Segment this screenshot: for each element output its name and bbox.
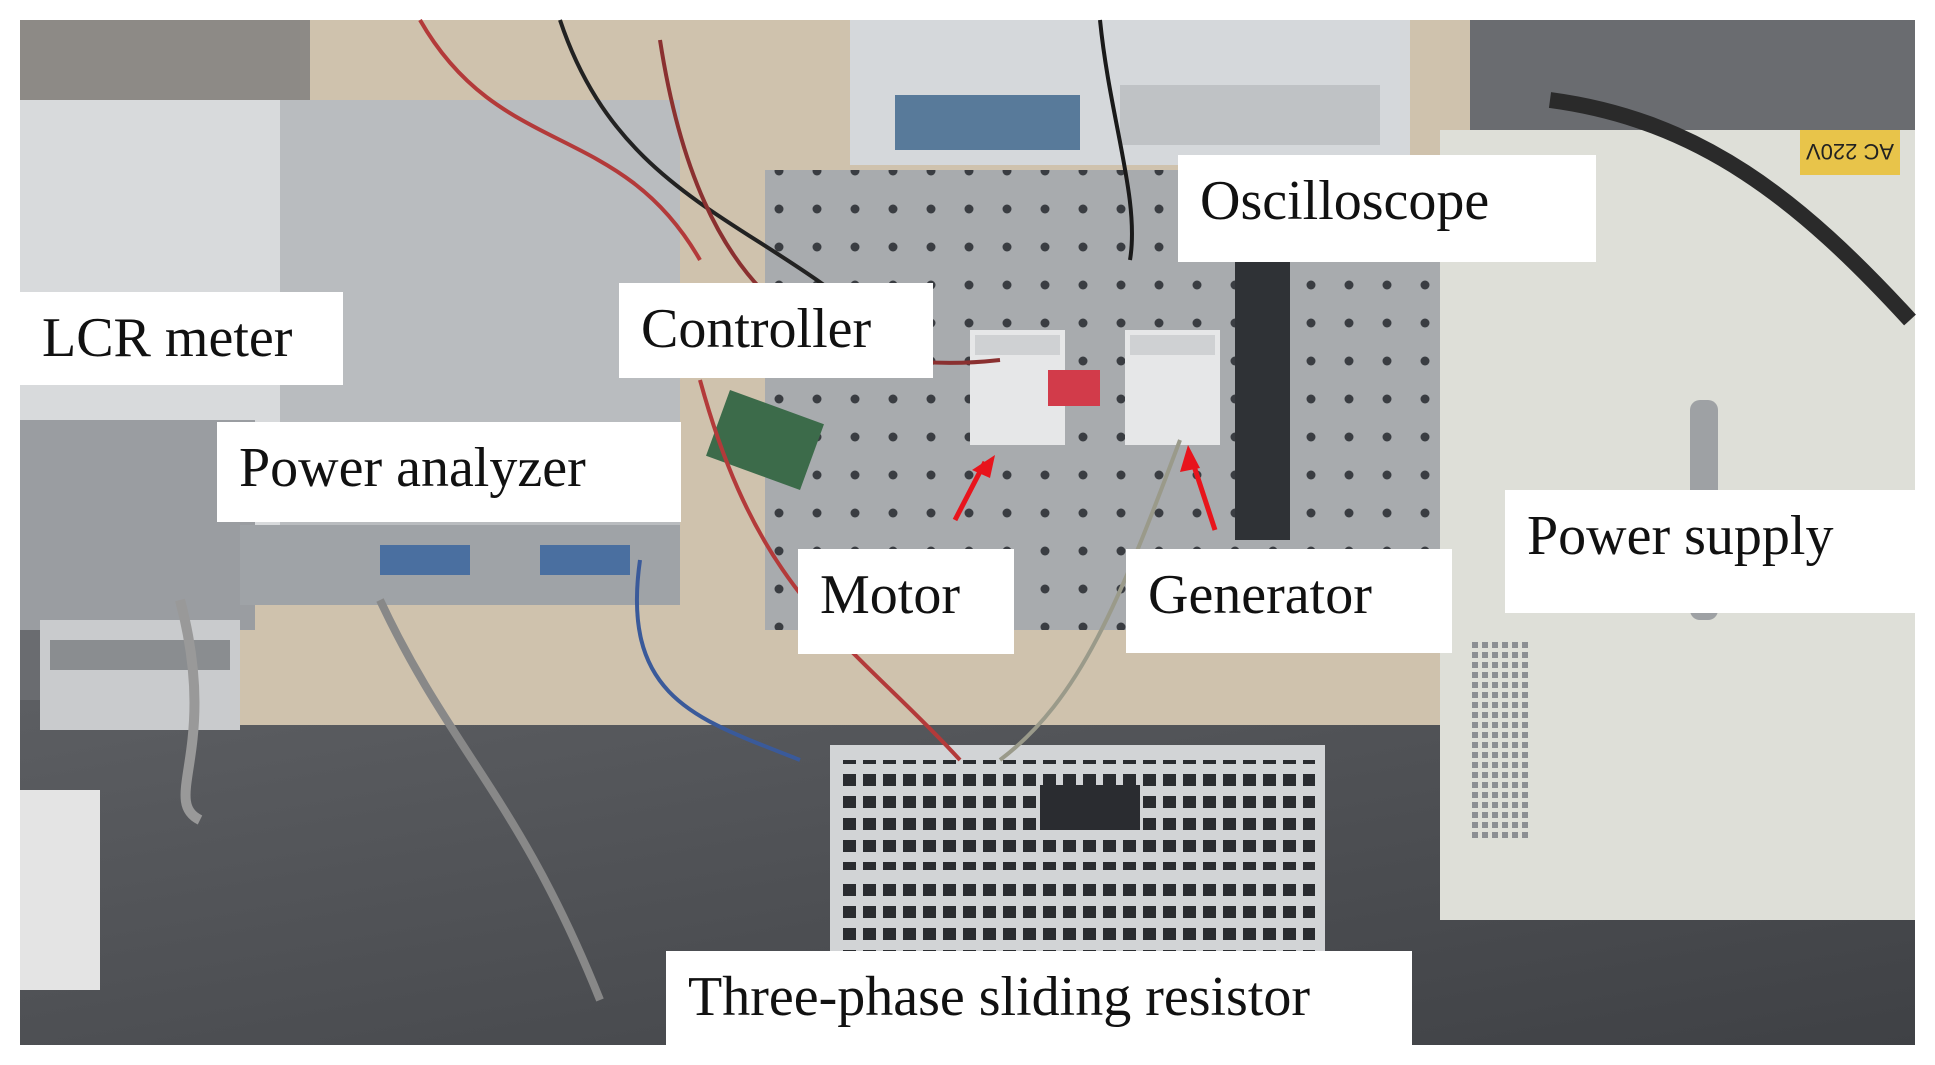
oscilloscope-device [850,20,1410,165]
label-power-analyzer: Power analyzer [217,422,681,522]
generator-mount [1125,330,1220,445]
label-generator: Generator [1126,549,1452,653]
power-supply-plate-text: AC 220V [1806,139,1894,164]
label-sliding-resistor: Three-phase sliding resistor [666,951,1412,1052]
label-motor: Motor [798,549,1014,654]
controller-board [706,390,824,490]
motor-arrow [952,455,995,522]
label-oscilloscope: Oscilloscope [1178,155,1596,262]
coupling [1048,370,1100,406]
label-power-supply: Power supply [1505,490,1915,613]
label-lcr-meter: LCR meter [20,292,343,385]
generator-arrow [1180,445,1218,531]
current-probe [1235,260,1290,540]
label-controller: Controller [619,283,933,378]
